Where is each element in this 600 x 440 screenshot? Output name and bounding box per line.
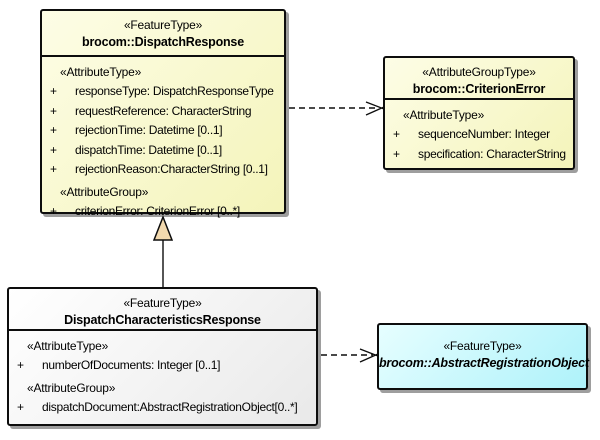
- class-stereotype: «AttributeGroupType»: [422, 65, 536, 79]
- dependency-arrow-dispatchcharacteristics-abstractregistrationobject[interactable]: [321, 348, 379, 363]
- attribute-row[interactable]: + rejectionReason:CharacterString [0..1]: [42, 160, 284, 180]
- class-header: «AttributeGroupType» brocom::CriterionEr…: [385, 58, 573, 100]
- section-label: «AttributeType»: [60, 65, 142, 79]
- section-label: «AttributeGroup»: [60, 184, 149, 199]
- attribute-row[interactable]: + criterionError: CriterionError [0..*]: [42, 202, 284, 222]
- class-header: «FeatureType» brocom::AbstractRegistrati…: [379, 325, 589, 388]
- attribute-row[interactable]: + dispatchDocument:AbstractRegistrationO…: [9, 398, 316, 418]
- class-name: DispatchCharacteristicsResponse: [64, 313, 261, 327]
- visibility-marker: +: [50, 203, 57, 218]
- class-stereotype: «FeatureType»: [123, 18, 203, 32]
- section-label: «AttributeType»: [27, 339, 109, 353]
- class-box-dispatch-response[interactable]: «FeatureType» brocom::DispatchResponse «…: [40, 9, 286, 218]
- attribute-row[interactable]: + requestReference: CharacterString: [42, 102, 284, 122]
- class-header: «FeatureType» DispatchCharacteristicsRes…: [9, 289, 316, 331]
- attribute-text: dispatchTime: Datetime [0..1]: [75, 142, 222, 157]
- attribute-text: criterionError: CriterionError [0..*]: [75, 203, 240, 218]
- attribute-row[interactable]: + rejectionTime: Datetime [0..1]: [42, 121, 284, 141]
- class-header: «FeatureType» brocom::DispatchResponse: [42, 11, 284, 57]
- attribute-text: specification: CharacterString: [418, 146, 566, 161]
- visibility-marker: +: [50, 103, 57, 118]
- class-attributes: «AttributeType» + numberOfDocuments: Int…: [9, 331, 316, 417]
- visibility-marker: +: [50, 162, 57, 176]
- class-name: brocom::CriterionError: [412, 82, 546, 96]
- visibility-marker: +: [393, 146, 400, 161]
- section-label: «AttributeGroup»: [27, 380, 116, 395]
- class-stereotype: «FeatureType»: [123, 296, 202, 310]
- attribute-row[interactable]: + sequenceNumber: Integer: [385, 125, 573, 145]
- generalization-arrow[interactable]: [152, 214, 174, 288]
- dependency-arrow-dispatchresponse-criterionerror[interactable]: [289, 101, 385, 116]
- attribute-row[interactable]: + dispatchTime: Datetime [0..1]: [42, 141, 284, 161]
- attribute-row[interactable]: + numberOfDocuments: Integer [0..1]: [9, 356, 316, 376]
- class-box-criterion-error[interactable]: «AttributeGroupType» brocom::CriterionEr…: [383, 56, 575, 170]
- attribute-text: rejectionTime: Datetime [0..1]: [75, 123, 223, 137]
- attribute-text: dispatchDocument:AbstractRegistrationObj…: [42, 399, 298, 414]
- class-attributes: «AttributeType» + sequenceNumber: Intege…: [385, 100, 573, 164]
- class-name: brocom::DispatchResponse: [82, 35, 244, 49]
- visibility-marker: +: [50, 123, 57, 137]
- class-box-dispatch-characteristics-response[interactable]: «FeatureType» DispatchCharacteristicsRes…: [7, 287, 318, 426]
- attribute-text: responseType: DispatchResponseType: [75, 84, 274, 98]
- attribute-row[interactable]: + responseType: DispatchResponseType: [42, 82, 284, 102]
- attribute-text: sequenceNumber: Integer: [418, 127, 550, 141]
- attribute-row[interactable]: + specification: CharacterString: [385, 145, 573, 165]
- visibility-marker: +: [17, 399, 24, 414]
- class-stereotype: «FeatureType»: [443, 339, 522, 353]
- class-attributes: «AttributeType» + responseType: Dispatch…: [42, 57, 284, 221]
- visibility-marker: +: [50, 84, 57, 98]
- attribute-text: requestReference: CharacterString: [75, 103, 252, 118]
- visibility-marker: +: [17, 358, 24, 372]
- section-label: «AttributeType»: [403, 108, 485, 122]
- class-box-abstract-registration-object[interactable]: «FeatureType» brocom::AbstractRegistrati…: [377, 323, 589, 390]
- visibility-marker: +: [393, 127, 400, 141]
- attribute-text: numberOfDocuments: Integer [0..1]: [42, 358, 221, 372]
- attribute-text: rejectionReason:CharacterString [0..1]: [75, 162, 268, 176]
- class-name: brocom::AbstractRegistrationObject: [379, 356, 589, 370]
- visibility-marker: +: [50, 142, 57, 157]
